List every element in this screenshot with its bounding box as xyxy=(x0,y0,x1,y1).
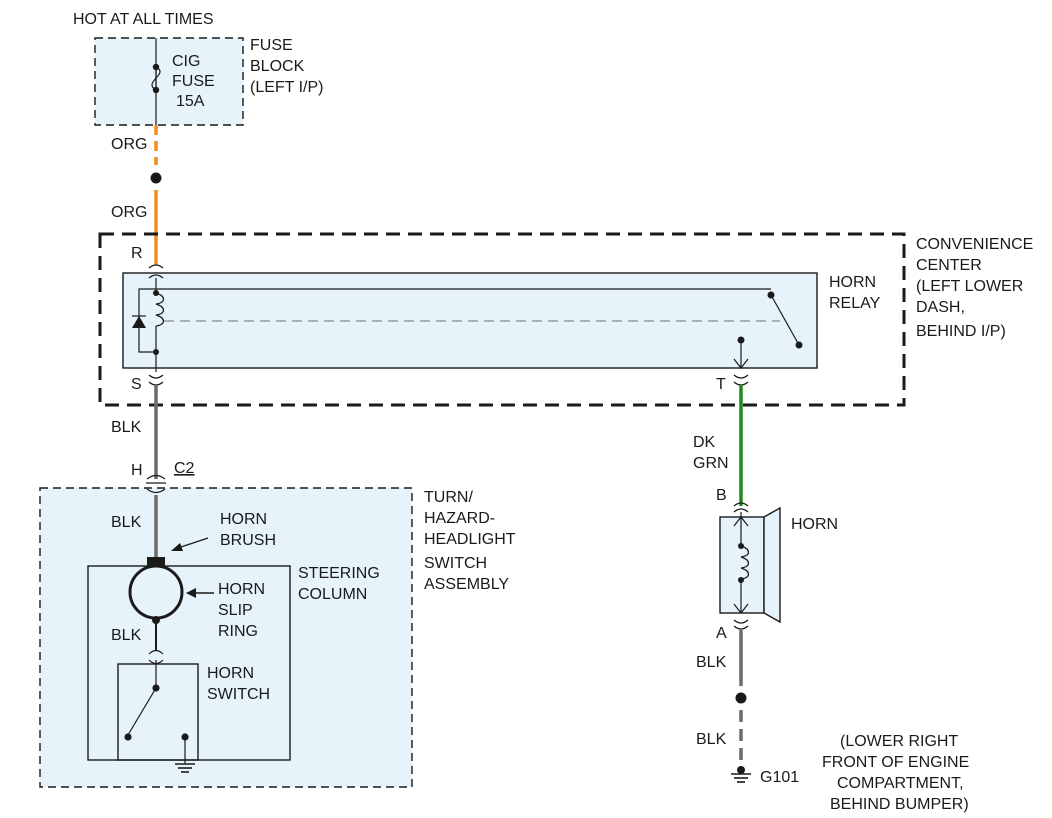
switch-assembly-line-1: TURN/ xyxy=(424,489,473,506)
convenience-center-line-4: DASH, xyxy=(916,299,965,316)
fuse-rating: 15A xyxy=(176,93,205,110)
horn-slip-ring-line-2: SLIP xyxy=(218,602,253,619)
horn-switch-line-2: SWITCH xyxy=(207,686,270,703)
c2-connector xyxy=(146,474,166,494)
switch-assembly-line-3: HEADLIGHT xyxy=(424,531,516,548)
horn-switch-line-1: HORN xyxy=(207,665,254,682)
ground-name: G101 xyxy=(760,769,799,786)
fuse-block-name-2: BLOCK xyxy=(250,58,305,75)
horn-pin-b: B xyxy=(716,487,727,504)
wire-label-org-bottom: ORG xyxy=(111,204,147,221)
ground-location-line-3: COMPARTMENT, xyxy=(837,775,964,792)
wire-label-blk-ground: BLK xyxy=(696,731,727,748)
fuse-icon xyxy=(151,38,161,125)
horn-brush-pointer xyxy=(177,537,209,549)
convenience-center-line-5: BEHIND I/P) xyxy=(916,323,1006,340)
wire-label-blk-relay: BLK xyxy=(111,419,142,436)
horn-slip-ring-line-3: RING xyxy=(218,623,258,640)
steering-column-line-2: COLUMN xyxy=(298,586,367,603)
g101-ground-icon xyxy=(731,766,751,783)
wire-label-blk-column: BLK xyxy=(111,514,142,531)
convenience-center-line-2: CENTER xyxy=(916,257,982,274)
horn-relay xyxy=(122,264,818,386)
relay-pin-r: R xyxy=(131,245,143,262)
horn-relay-label-1: HORN xyxy=(829,274,876,291)
horn-slip-ring xyxy=(128,564,184,620)
fuse-block-name-1: FUSE xyxy=(250,37,293,54)
fuse-block xyxy=(94,37,244,126)
relay-pin-t: T xyxy=(716,376,726,393)
fuse-block-name-3: (LEFT I/P) xyxy=(250,79,324,96)
ground-splice-dot xyxy=(735,692,747,704)
switch-assembly-line-2: HAZARD- xyxy=(424,510,495,527)
wire-label-blk-ring: BLK xyxy=(111,627,142,644)
steering-column-line-1: STEERING xyxy=(298,565,380,582)
horn-label: HORN xyxy=(791,516,838,533)
ground-location-line-2: FRONT OF ENGINE xyxy=(822,754,969,771)
power-label: HOT AT ALL TIMES xyxy=(73,11,214,28)
horn-pin-a-connector xyxy=(733,619,749,630)
fuse-label-fuse: FUSE xyxy=(172,73,215,90)
horn-brush-line-2: BRUSH xyxy=(220,532,276,549)
convenience-center-box xyxy=(98,232,906,407)
horn-pin-a: A xyxy=(716,625,727,642)
switch-ground-icon xyxy=(175,760,195,773)
horn-slip-ring-line-1: HORN xyxy=(218,581,265,598)
horn-brush-arrowhead xyxy=(171,543,183,551)
wire-label-blk-horn: BLK xyxy=(696,654,727,671)
wire-label-grn: GRN xyxy=(693,455,729,472)
horn-icon xyxy=(719,506,781,624)
horn-brush-block xyxy=(147,557,165,566)
convenience-center-line-1: CONVENIENCE xyxy=(916,236,1033,253)
c2-pin-h: H xyxy=(131,462,143,479)
horn-switch xyxy=(117,649,199,761)
horn-slip-ring-arrowhead xyxy=(186,588,196,598)
wire-label-org-top: ORG xyxy=(111,136,147,153)
convenience-center-line-3: (LEFT LOWER xyxy=(916,278,1023,295)
fuse-label-cig: CIG xyxy=(172,53,200,70)
switch-assembly-line-5: ASSEMBLY xyxy=(424,576,509,593)
horn-pin-b-connector xyxy=(733,502,749,513)
wire-label-dk: DK xyxy=(693,434,716,451)
switch-assembly-line-4: SWITCH xyxy=(424,555,487,572)
ground-location-line-1: (LOWER RIGHT xyxy=(840,733,958,750)
switch-assembly xyxy=(39,487,413,788)
c2-name: C2 xyxy=(174,460,195,477)
horn-relay-label-2: RELAY xyxy=(829,295,881,312)
relay-pin-s: S xyxy=(131,376,142,393)
ground-location-line-4: BEHIND BUMPER) xyxy=(830,796,969,813)
splice-dot xyxy=(150,172,162,184)
horn-brush-line-1: HORN xyxy=(220,511,267,528)
